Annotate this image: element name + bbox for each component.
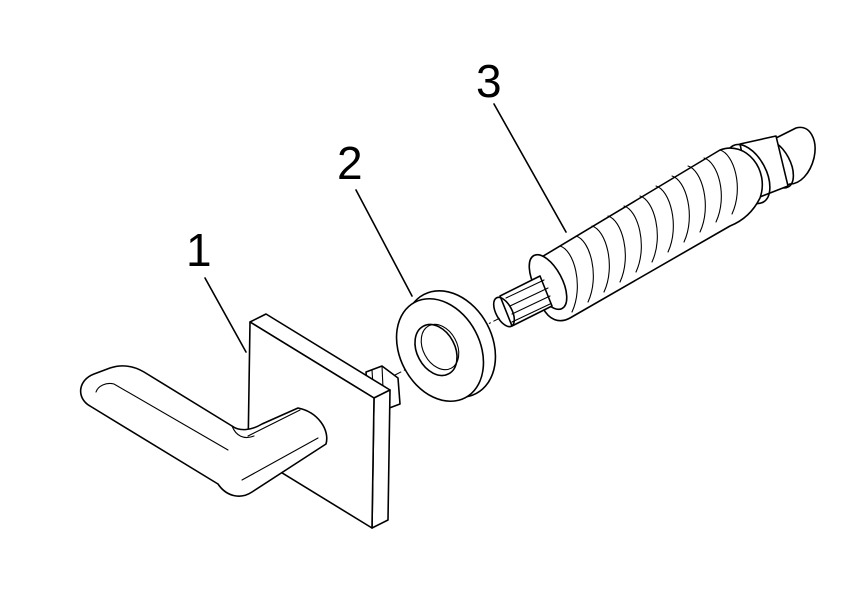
leader-line-3 xyxy=(493,103,567,233)
part-2-washer-ring xyxy=(395,289,497,403)
spring-body xyxy=(528,147,763,322)
part-3-spring-cartridge xyxy=(492,126,816,328)
cartridge-end-cap xyxy=(725,126,816,205)
leader-lines xyxy=(204,103,567,353)
callout-3: 3 xyxy=(476,55,502,107)
part-1-lever-handle-with-rose xyxy=(79,313,401,529)
leader-line-1 xyxy=(204,277,247,353)
leader-line-2 xyxy=(355,189,413,297)
splined-spindle-tip xyxy=(492,275,553,328)
spring-coils xyxy=(559,149,738,313)
callout-1: 1 xyxy=(186,224,212,276)
lever-handle xyxy=(79,365,328,497)
callout-2: 2 xyxy=(337,137,363,189)
